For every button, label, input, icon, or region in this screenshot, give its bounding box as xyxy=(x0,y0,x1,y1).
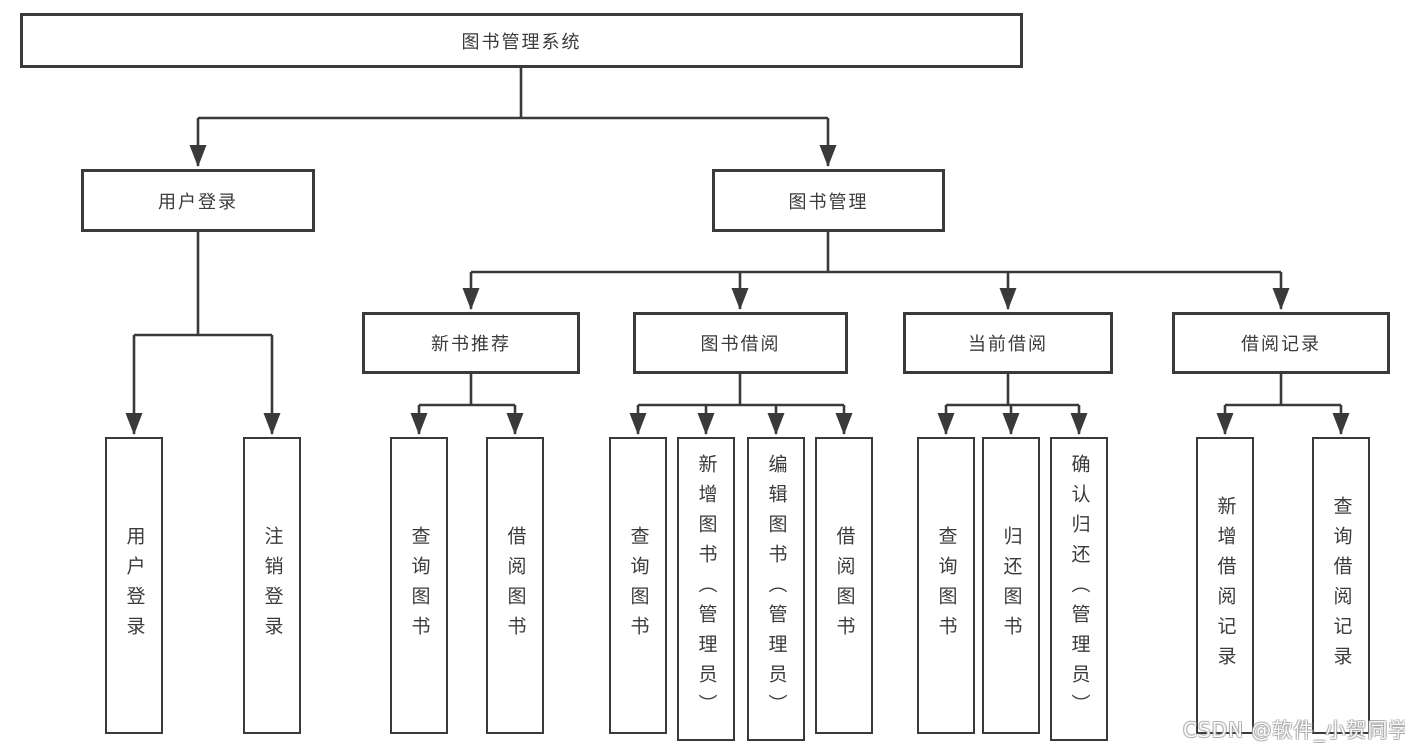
leaf-logout: 注销登录 xyxy=(243,437,301,734)
node-book-management: 图书管理 xyxy=(712,169,945,232)
leaf-return-book: 归还图书 xyxy=(982,437,1040,734)
node-new-book-recommend: 新书推荐 xyxy=(362,312,580,374)
leaf-user-login: 用户登录 xyxy=(105,437,163,734)
csdn-watermark: CSDN @软件_小贺同学 xyxy=(1183,718,1405,742)
leaf-confirm-return-admin: 确认归还（管理员） xyxy=(1050,437,1108,741)
leaf-query-books-current: 查询图书 xyxy=(917,437,975,734)
leaf-borrow-books-recommend: 借阅图书 xyxy=(486,437,544,734)
leaf-add-borrow-record: 新增借阅记录 xyxy=(1196,437,1254,734)
leaf-query-books-borrow: 查询图书 xyxy=(609,437,667,734)
node-book-management-system: 图书管理系统 xyxy=(20,13,1023,68)
node-current-borrow: 当前借阅 xyxy=(903,312,1113,374)
node-borrow-records: 借阅记录 xyxy=(1172,312,1390,374)
node-book-borrow: 图书借阅 xyxy=(633,312,848,374)
leaf-query-books-recommend: 查询图书 xyxy=(390,437,448,734)
node-user-login: 用户登录 xyxy=(81,169,315,232)
leaf-borrow-books: 借阅图书 xyxy=(815,437,873,734)
leaf-add-book-admin: 新增图书（管理员） xyxy=(677,437,735,741)
leaf-query-borrow-record: 查询借阅记录 xyxy=(1312,437,1370,734)
leaf-edit-book-admin: 编辑图书（管理员） xyxy=(747,437,805,741)
